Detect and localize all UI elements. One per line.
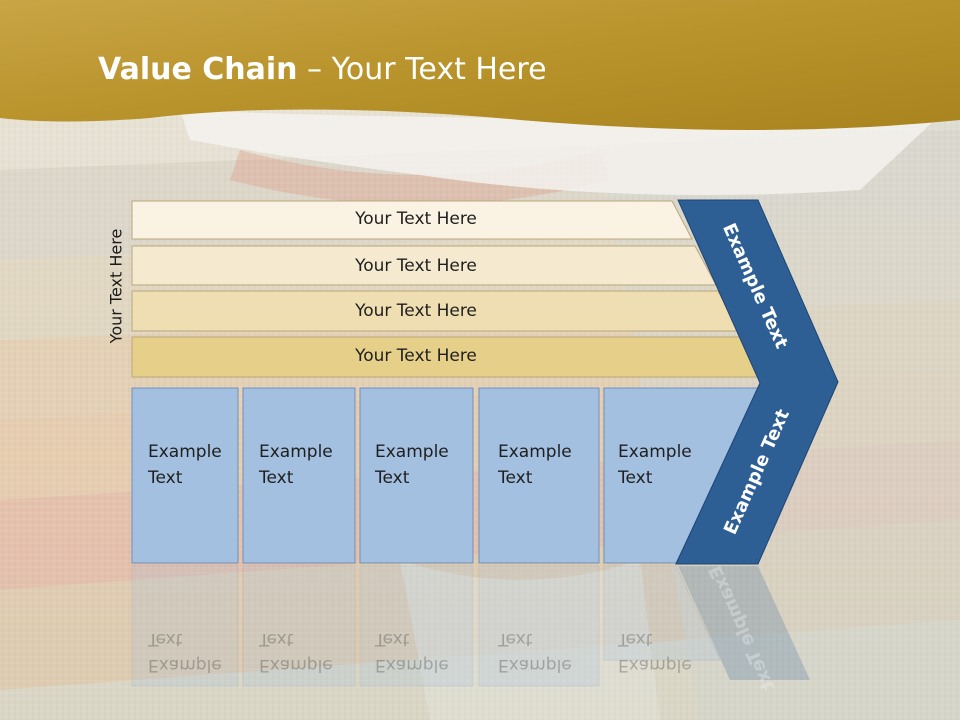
bar-label-4: Your Text Here: [355, 346, 477, 366]
box-label-1-line2: Text: [148, 468, 183, 488]
slide-title-bold: Value Chain: [98, 52, 298, 87]
box-label-4-line1: Example: [498, 442, 572, 462]
box-4: [478, 387, 600, 564]
box-label-1-line1: Example: [148, 442, 222, 462]
box-reflection-5: Example Text: [618, 626, 718, 678]
box-label-5: Example Text: [618, 439, 718, 491]
box-label-2-line2: Text: [259, 468, 294, 488]
box-reflection-2-line2: Text: [259, 629, 294, 649]
box-reflection-4-line1: Example: [498, 655, 572, 675]
box-label-3-line2: Text: [375, 468, 410, 488]
box-label-3: Example Text: [375, 439, 475, 491]
box-reflection-5-line2: Text: [618, 629, 653, 649]
box-reflection-1: Example Text: [148, 626, 248, 678]
box-3: [359, 387, 474, 564]
box-1: [131, 387, 239, 564]
box-reflection-4-line2: Text: [498, 629, 533, 649]
box-reflection-3-line1: Example: [375, 655, 449, 675]
chevron-arrow: [675, 199, 839, 565]
bar-label-2: Your Text Here: [355, 256, 477, 276]
bar-label-1: Your Text Here: [355, 209, 477, 229]
box-reflection-4: Example Text: [498, 626, 598, 678]
slide-title: Value Chain – Your Text Here: [98, 52, 547, 87]
bar-1: [131, 200, 693, 240]
side-label: Your Text Here: [106, 228, 126, 344]
box-reflection-3-line2: Text: [375, 629, 410, 649]
box-label-2: Example Text: [259, 439, 359, 491]
bar-label-3: Your Text Here: [355, 301, 477, 321]
box-reflection-2: Example Text: [259, 626, 359, 678]
box-label-5-line1: Example: [618, 442, 692, 462]
box-label-1: Example Text: [148, 439, 248, 491]
box-reflection-5-line1: Example: [618, 655, 692, 675]
box-label-5-line2: Text: [618, 468, 653, 488]
box-2: [242, 387, 356, 564]
box-reflection-3: Example Text: [375, 626, 475, 678]
box-label-2-line1: Example: [259, 442, 333, 462]
box-reflection-1-line2: Text: [148, 629, 183, 649]
box-reflection-2-line1: Example: [259, 655, 333, 675]
box-label-3-line1: Example: [375, 442, 449, 462]
box-label-4: Example Text: [498, 439, 598, 491]
slide-title-rest: – Your Text Here: [297, 52, 547, 87]
reflection: [131, 565, 810, 687]
box-reflection-1-line1: Example: [148, 655, 222, 675]
box-label-4-line2: Text: [498, 468, 533, 488]
